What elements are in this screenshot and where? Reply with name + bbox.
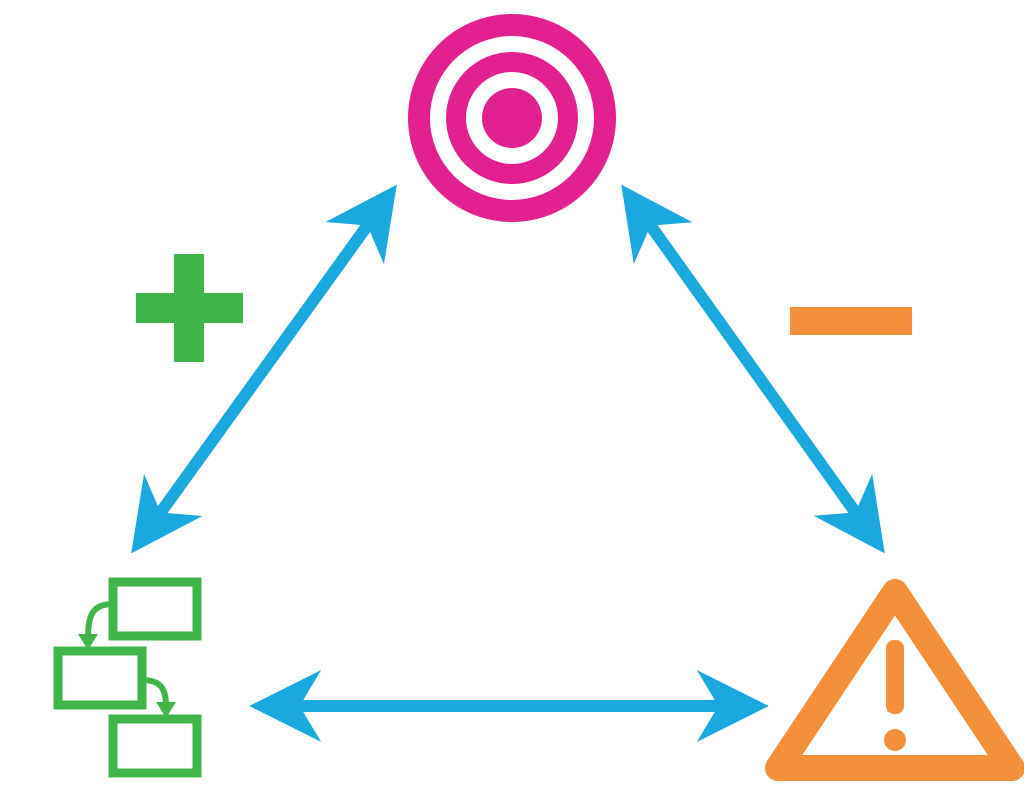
warning-icon	[765, 579, 1024, 781]
arrows-group	[131, 184, 885, 742]
plus-sign-icon	[136, 254, 243, 362]
minus-sign-icon	[790, 307, 912, 335]
arrow-top-to-bottom-left	[131, 184, 397, 554]
flowchart-arrowhead-2	[156, 702, 176, 718]
flowchart-connector-1	[85, 601, 114, 639]
flowchart-icon	[53, 577, 202, 778]
flowchart-arrowhead-1	[78, 634, 98, 650]
flowchart-connector-2	[141, 677, 169, 707]
target-icon	[408, 14, 616, 222]
arrow-top-to-bottom-right	[621, 184, 885, 554]
